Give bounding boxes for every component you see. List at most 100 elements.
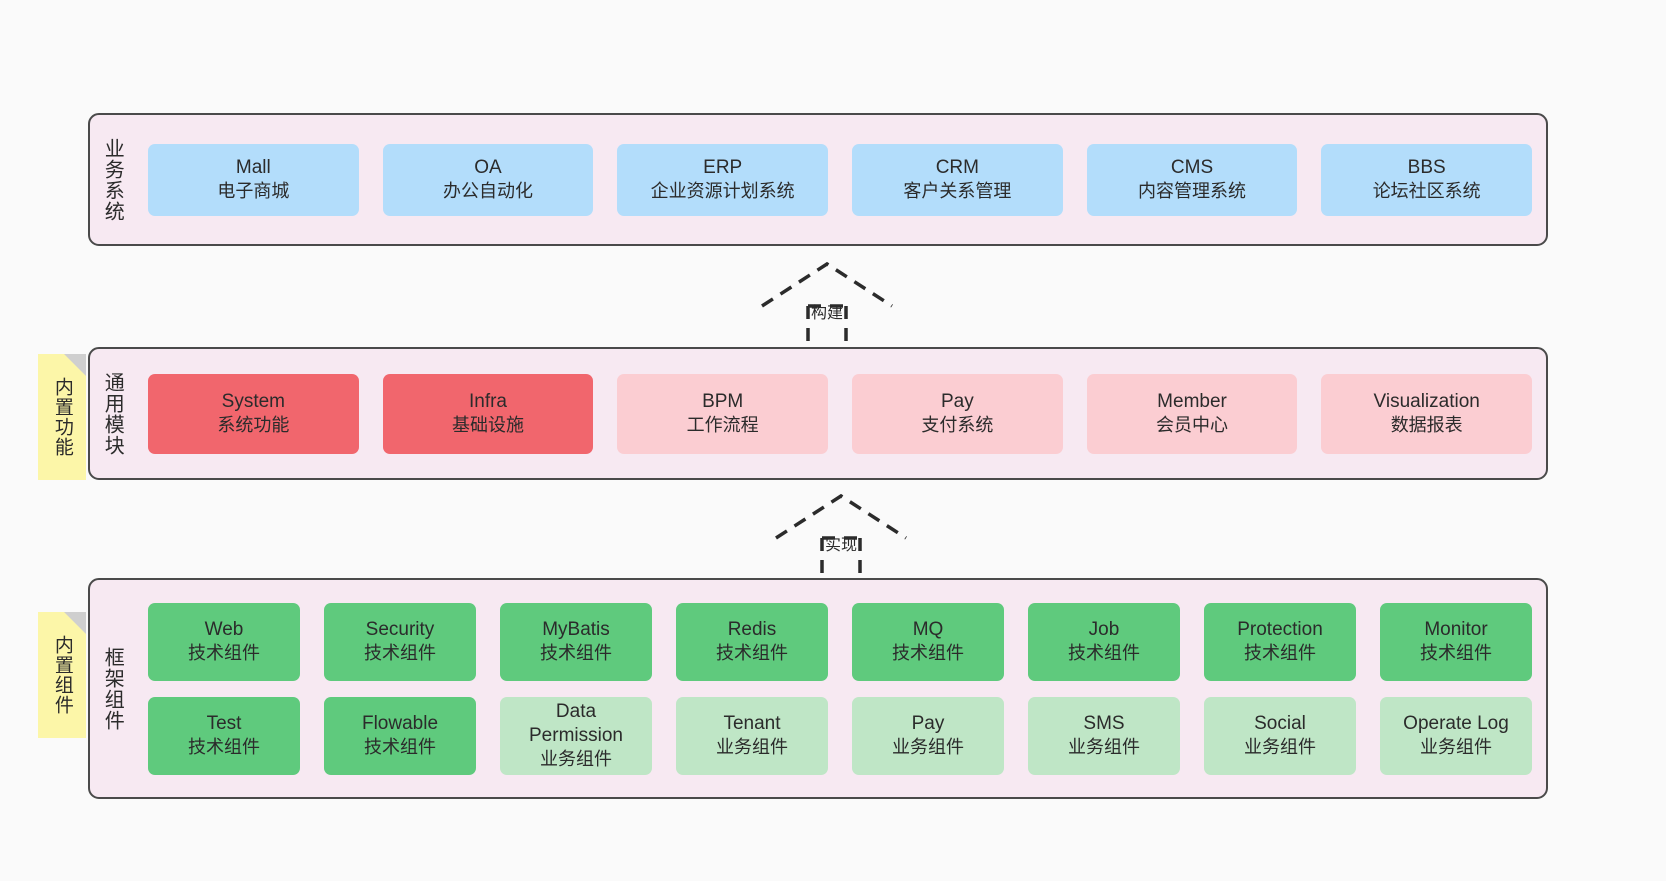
module-card-mq[interactable]: MQ 技术组件: [852, 602, 1004, 681]
module-subtitle: 技术组件: [188, 643, 260, 664]
module-card-protection[interactable]: Protection 技术组件: [1204, 602, 1356, 681]
dashed-arrow-icon: [775, 493, 907, 582]
module-subtitle: 系统功能: [217, 415, 290, 436]
module-subtitle: 论坛社区系统: [1372, 181, 1481, 202]
layer-body-common-module: System 系统功能 Infra 基础设施 BPM 工作流程 Pay 支付系统…: [134, 349, 1546, 478]
module-subtitle: 支付系统: [921, 415, 994, 436]
module-title: Protection: [1237, 618, 1323, 640]
module-subtitle: 会员中心: [1156, 415, 1229, 436]
module-subtitle: 业务组件: [892, 737, 964, 758]
module-title: CRM: [935, 156, 979, 178]
framework-row-business: Test 技术组件 Flowable 技术组件 Data Permission …: [148, 696, 1532, 775]
common-module-row: System 系统功能 Infra 基础设施 BPM 工作流程 Pay 支付系统…: [148, 373, 1533, 454]
module-card-operate-log[interactable]: Operate Log 业务组件: [1380, 696, 1532, 775]
module-title: Pay: [911, 712, 945, 734]
module-title: Member: [1157, 390, 1227, 412]
module-card-job[interactable]: Job 技术组件: [1028, 602, 1180, 681]
module-card-crm[interactable]: CRM 客户关系管理: [852, 143, 1063, 216]
layer-framework-component: 框架组件 Web 技术组件 Security 技术组件 MyBatis 技术组件…: [88, 578, 1548, 799]
layer-label-business-system: 业务系统: [101, 137, 124, 222]
module-card-mall[interactable]: Mall 电子商城: [148, 143, 359, 216]
module-subtitle: 技术组件: [540, 643, 612, 664]
arrow-label-build: 构建: [810, 305, 844, 322]
module-card-oa[interactable]: OA 办公自动化: [382, 143, 594, 216]
module-card-web[interactable]: Web 技术组件: [148, 602, 300, 681]
sticky-note-text: 内置功能: [51, 377, 73, 457]
module-subtitle: 企业资源计划系统: [650, 181, 795, 202]
arrow-label-realize: 实现: [824, 537, 858, 554]
module-subtitle: 技术组件: [1244, 643, 1316, 664]
module-card-erp[interactable]: ERP 企业资源计划系统: [617, 143, 829, 216]
module-card-sms[interactable]: SMS 业务组件: [1028, 696, 1180, 775]
module-card-security[interactable]: Security 技术组件: [324, 602, 476, 681]
module-subtitle: 业务组件: [1244, 737, 1316, 758]
module-title: Visualization: [1373, 390, 1480, 412]
layer-label-common-module: 通用模块: [101, 371, 124, 456]
layer-common-module: 通用模块 System 系统功能 Infra 基础设施 BPM 工作流程 Pay: [88, 347, 1548, 480]
module-title: MyBatis: [542, 618, 610, 640]
module-subtitle: 技术组件: [188, 737, 260, 758]
module-subtitle: 技术组件: [364, 643, 436, 664]
module-subtitle: 业务组件: [540, 749, 612, 770]
module-title: Operate Log: [1403, 712, 1509, 734]
module-title: Monitor: [1424, 618, 1488, 640]
module-subtitle: 客户关系管理: [903, 181, 1012, 202]
module-card-bbs[interactable]: BBS 论坛社区系统: [1321, 143, 1533, 216]
module-title: SMS: [1083, 712, 1125, 734]
sticky-note-builtin-function: 内置功能: [38, 354, 86, 480]
module-card-cms[interactable]: CMS 内容管理系统: [1086, 143, 1298, 216]
module-title: MQ: [912, 618, 944, 640]
module-card-monitor[interactable]: Monitor 技术组件: [1380, 602, 1532, 681]
module-title: Infra: [468, 390, 508, 412]
module-card-member[interactable]: Member 会员中心: [1086, 373, 1298, 454]
business-system-row: Mall 电子商城 OA 办公自动化 ERP 企业资源计划系统 CRM 客户关系…: [148, 143, 1533, 216]
module-title: Tenant: [723, 712, 781, 734]
module-title: Pay: [940, 390, 974, 412]
module-title: ERP: [703, 156, 743, 178]
module-card-visualization[interactable]: Visualization 数据报表: [1321, 373, 1533, 454]
module-card-redis[interactable]: Redis 技术组件: [676, 602, 828, 681]
module-subtitle: 业务组件: [1068, 737, 1140, 758]
module-subtitle: 内容管理系统: [1138, 181, 1247, 202]
module-title: CMS: [1170, 156, 1214, 178]
module-subtitle: 技术组件: [1068, 643, 1140, 664]
module-subtitle: 基础设施: [452, 415, 524, 436]
module-subtitle: 工作流程: [686, 415, 759, 436]
module-card-test[interactable]: Test 技术组件: [148, 696, 300, 775]
module-subtitle: 办公自动化: [443, 181, 533, 202]
module-title: Test: [206, 712, 242, 734]
module-title: System: [221, 390, 286, 412]
module-card-bpm[interactable]: BPM 工作流程: [617, 373, 829, 454]
module-subtitle: 技术组件: [716, 643, 788, 664]
module-card-infra[interactable]: Infra 基础设施: [382, 373, 594, 454]
module-title: BPM: [702, 390, 744, 412]
sticky-note-builtin-component: 内置组件: [38, 612, 86, 738]
module-subtitle: 电子商城: [217, 181, 290, 202]
module-card-pay[interactable]: Pay 支付系统: [852, 373, 1063, 454]
sticky-note-text: 内置组件: [51, 635, 73, 715]
layer-body-business-system: Mall 电子商城 OA 办公自动化 ERP 企业资源计划系统 CRM 客户关系…: [134, 115, 1546, 244]
framework-row-technical: Web 技术组件 Security 技术组件 MyBatis 技术组件 Redi…: [148, 602, 1532, 681]
layer-label-framework-component: 框架组件: [101, 646, 124, 731]
module-title: Redis: [727, 618, 777, 640]
module-title: OA: [474, 156, 502, 178]
module-title: Social: [1254, 712, 1306, 734]
module-title: Data Permission: [529, 700, 623, 746]
module-title: Mall: [235, 156, 271, 178]
module-subtitle: 技术组件: [364, 737, 436, 758]
module-subtitle: 业务组件: [716, 737, 788, 758]
generalization-arrow-build: 构建: [752, 258, 902, 354]
module-card-system[interactable]: System 系统功能: [148, 373, 359, 454]
module-title: Security: [365, 618, 435, 640]
dashed-arrow-icon: [761, 261, 893, 350]
module-card-mybatis[interactable]: MyBatis 技术组件: [500, 602, 652, 681]
module-card-tenant[interactable]: Tenant 业务组件: [676, 696, 828, 775]
module-card-data-permission[interactable]: Data Permission 业务组件: [500, 696, 652, 775]
module-card-pay-component[interactable]: Pay 业务组件: [852, 696, 1004, 775]
module-card-flowable[interactable]: Flowable 技术组件: [324, 696, 476, 775]
module-subtitle: 数据报表: [1390, 415, 1463, 436]
module-card-social[interactable]: Social 业务组件: [1204, 696, 1356, 775]
module-subtitle: 技术组件: [1420, 643, 1492, 664]
module-title: Flowable: [361, 712, 439, 734]
